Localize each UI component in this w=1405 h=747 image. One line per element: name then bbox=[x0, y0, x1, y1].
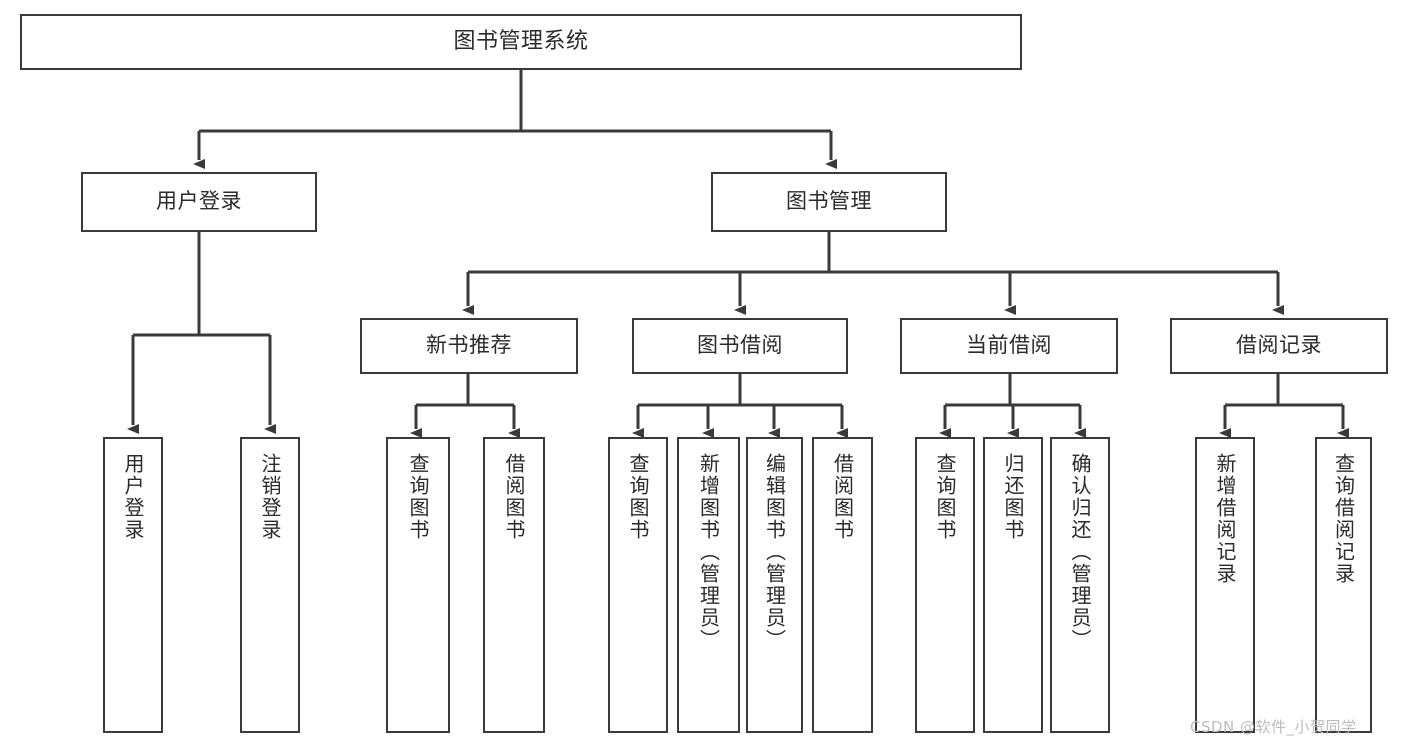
leaf-user-login-label: 用户登录 bbox=[121, 453, 145, 541]
node-book-borrow[interactable]: 图书借阅 bbox=[632, 318, 848, 374]
leaf-current-confirm-return-label: 确认归还（管理员） bbox=[1068, 453, 1092, 651]
leaf-borrow-query-book-label: 查询图书 bbox=[626, 453, 650, 541]
leaf-current-query-book[interactable]: 查询图书 bbox=[915, 437, 975, 733]
leaf-new-query-book[interactable]: 查询图书 bbox=[386, 437, 450, 733]
leaf-record-add[interactable]: 新增借阅记录 bbox=[1195, 437, 1255, 733]
leaf-current-query-book-label: 查询图书 bbox=[933, 453, 957, 541]
node-root[interactable]: 图书管理系统 bbox=[20, 14, 1022, 70]
leaf-record-query-label: 查询借阅记录 bbox=[1331, 453, 1356, 585]
leaf-current-confirm-return[interactable]: 确认归还（管理员） bbox=[1050, 437, 1110, 733]
node-new-book-recommend[interactable]: 新书推荐 bbox=[360, 318, 578, 374]
node-book-management-label: 图书管理 bbox=[786, 189, 872, 214]
node-current-borrow[interactable]: 当前借阅 bbox=[900, 318, 1118, 374]
leaf-borrow-edit-book[interactable]: 编辑图书（管理员） bbox=[746, 437, 803, 733]
node-book-borrow-label: 图书借阅 bbox=[697, 333, 783, 358]
node-new-book-recommend-label: 新书推荐 bbox=[426, 333, 512, 358]
leaf-record-add-label: 新增借阅记录 bbox=[1213, 453, 1237, 585]
node-book-management[interactable]: 图书管理 bbox=[711, 172, 947, 232]
leaf-borrow-lend-book[interactable]: 借阅图书 bbox=[812, 437, 873, 733]
leaf-new-borrow-book[interactable]: 借阅图书 bbox=[483, 437, 545, 733]
csdn-watermark: CSDN @软件_小贺同学 bbox=[1190, 718, 1357, 736]
leaf-borrow-lend-book-label: 借阅图书 bbox=[830, 453, 855, 541]
leaf-record-query[interactable]: 查询借阅记录 bbox=[1315, 437, 1372, 733]
leaf-borrow-edit-book-label: 编辑图书（管理员） bbox=[762, 453, 787, 651]
leaf-new-query-book-label: 查询图书 bbox=[406, 453, 430, 541]
node-borrow-record[interactable]: 借阅记录 bbox=[1170, 318, 1388, 374]
leaf-current-return-book-label: 归还图书 bbox=[1001, 453, 1025, 541]
leaf-borrow-add-book[interactable]: 新增图书（管理员） bbox=[677, 437, 740, 733]
leaf-user-logout-label: 注销登录 bbox=[258, 453, 282, 541]
node-borrow-record-label: 借阅记录 bbox=[1236, 333, 1322, 358]
node-user-login[interactable]: 用户登录 bbox=[81, 172, 317, 232]
leaf-borrow-query-book[interactable]: 查询图书 bbox=[608, 437, 668, 733]
leaf-user-logout[interactable]: 注销登录 bbox=[240, 437, 300, 733]
leaf-user-login[interactable]: 用户登录 bbox=[103, 437, 163, 733]
node-user-login-label: 用户登录 bbox=[156, 189, 242, 214]
leaf-current-return-book[interactable]: 归还图书 bbox=[983, 437, 1043, 733]
node-current-borrow-label: 当前借阅 bbox=[966, 333, 1052, 358]
node-root-label: 图书管理系统 bbox=[453, 28, 589, 54]
leaf-new-borrow-book-label: 借阅图书 bbox=[502, 453, 526, 541]
leaf-borrow-add-book-label: 新增图书（管理员） bbox=[696, 453, 721, 651]
